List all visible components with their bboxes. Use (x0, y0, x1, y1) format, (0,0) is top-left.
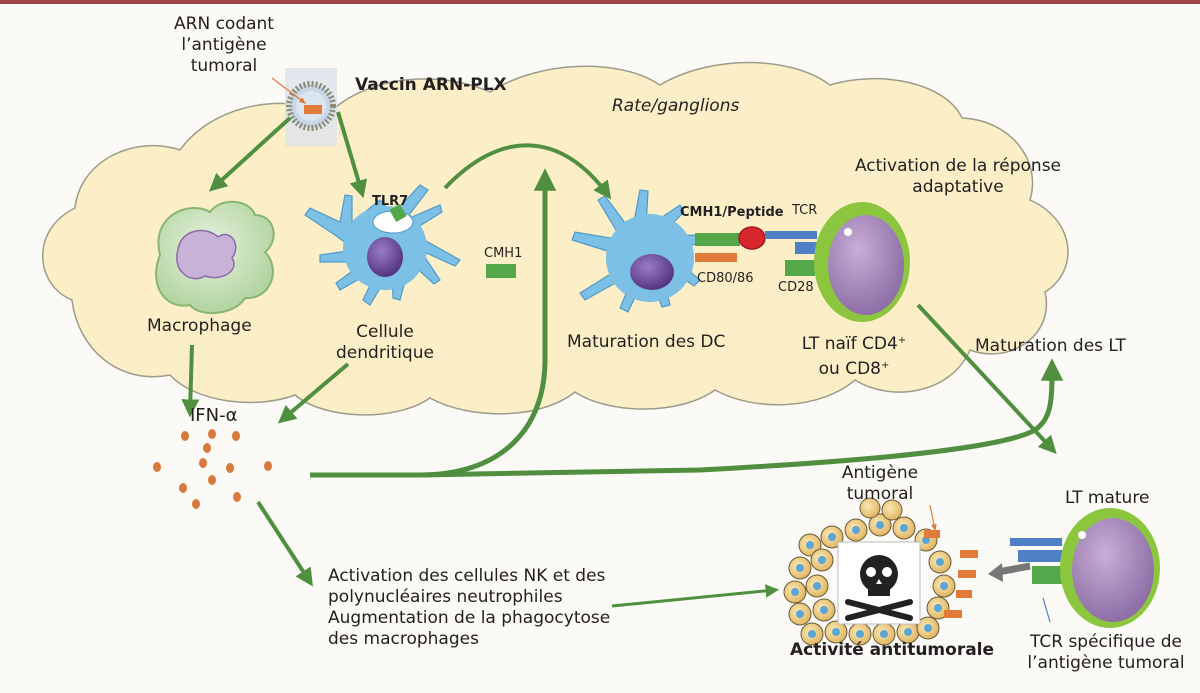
tumor-cell-cluster (783, 497, 978, 646)
naive-t-cell-label: LT naïf CD4+ ou CD8+ (790, 330, 918, 380)
organ-label: Rate/ganglions (612, 96, 740, 116)
skull-icon (837, 541, 921, 625)
nk-line-1: Activation des cellules NK et des (328, 566, 606, 586)
specific-tcr-label: TCR spécifique de l’antigène tumoral (1018, 632, 1194, 674)
tcr-pointer (1042, 597, 1051, 623)
antigen-pointer (929, 504, 937, 532)
antitumor-activity-label: Activité antitumorale (790, 640, 995, 660)
cd80-86-label: CD80/86 (697, 271, 754, 286)
ifn-alpha-label: IFN-α (190, 405, 238, 426)
tcr-spec-line-1: TCR spécifique de (1029, 632, 1183, 652)
arn-pointer (271, 77, 307, 104)
antigene-line-2: tumoral (846, 484, 914, 504)
adaptive-activation-label: Activation de la réponse adaptative (848, 156, 1068, 198)
lt-naif-text-2: ou CD8 (818, 359, 881, 379)
tcr-label: TCR (792, 203, 818, 218)
dc-maturation-label: Maturation des DC (567, 332, 726, 352)
top-band (0, 0, 1200, 4)
macrophage-cell (155, 200, 275, 315)
cd28-label: CD28 (778, 280, 814, 295)
lt-naif-line-2: ou CD8+ (790, 355, 918, 380)
cmh1-label: CMH1 (484, 246, 523, 261)
antigene-line-1: Antigène (841, 463, 919, 483)
nk-line-2: polynucléaires neutrophiles (328, 587, 563, 607)
arrow-lt-maturation (916, 303, 1057, 454)
nk-line-4: des macrophages (328, 629, 479, 649)
arn-label: ARN codant l’antigène tumoral (174, 14, 274, 77)
activation-line-1: Activation de la réponse (854, 156, 1062, 176)
arrow-dc-maturation (443, 143, 612, 200)
mature-t-cell-label: LT mature (1065, 488, 1150, 508)
cmh1-peptide-label: CMH1/Peptide (680, 205, 784, 220)
tumor-antigen-label: Antigène tumoral (833, 463, 927, 505)
arrow-lt-attack (997, 562, 1031, 576)
arn-line-3: tumoral (190, 56, 258, 76)
arrow-nk-tumor (611, 584, 780, 608)
cellule-line-1: Cellule (356, 322, 414, 342)
naive-t-cell (765, 202, 910, 322)
activation-line-2: adaptative (912, 177, 1004, 197)
vaccine-label: Vaccin ARN-PLX (355, 75, 507, 95)
lt-naif-sup-1: + (897, 335, 907, 346)
dendritic-cell (304, 184, 516, 306)
arrow-ifn-lt (419, 358, 1064, 478)
mature-t-cell (1010, 508, 1160, 628)
arn-line-2: l’antigène (181, 35, 267, 55)
tcr-spec-line-2: l’antigène tumoral (1027, 653, 1185, 673)
arrow-ifn-nk (256, 500, 313, 587)
cellule-line-2: dendritique (336, 343, 434, 363)
macrophage-label: Macrophage (147, 316, 252, 336)
rna-plx-vaccine-icon (285, 68, 337, 146)
dendritic-cell-label: Cellule dendritique (330, 322, 440, 364)
lt-naif-text-1: LT naïf CD4 (801, 334, 898, 354)
innate-effects-label: Activation des cellules NK et des polynu… (328, 566, 610, 650)
lt-naif-line-1: LT naïf CD4+ (790, 330, 918, 355)
nk-line-3: Augmentation de la phagocytose (328, 608, 611, 628)
arrow-dc-ifn (277, 362, 350, 424)
ifn-alpha-particles (153, 429, 272, 509)
arrow-macrophage-ifn (181, 344, 200, 418)
arrow-vaccine-macrophage (209, 116, 292, 192)
arrow-vaccine-dc (336, 111, 368, 199)
arn-line-1: ARN codant (174, 14, 274, 34)
lt-naif-sup-2: + (880, 360, 890, 371)
mature-dendritic-cell (571, 189, 766, 313)
lt-maturation-label: Maturation des LT (975, 336, 1126, 356)
tlr7-label: TLR7 (372, 194, 409, 209)
